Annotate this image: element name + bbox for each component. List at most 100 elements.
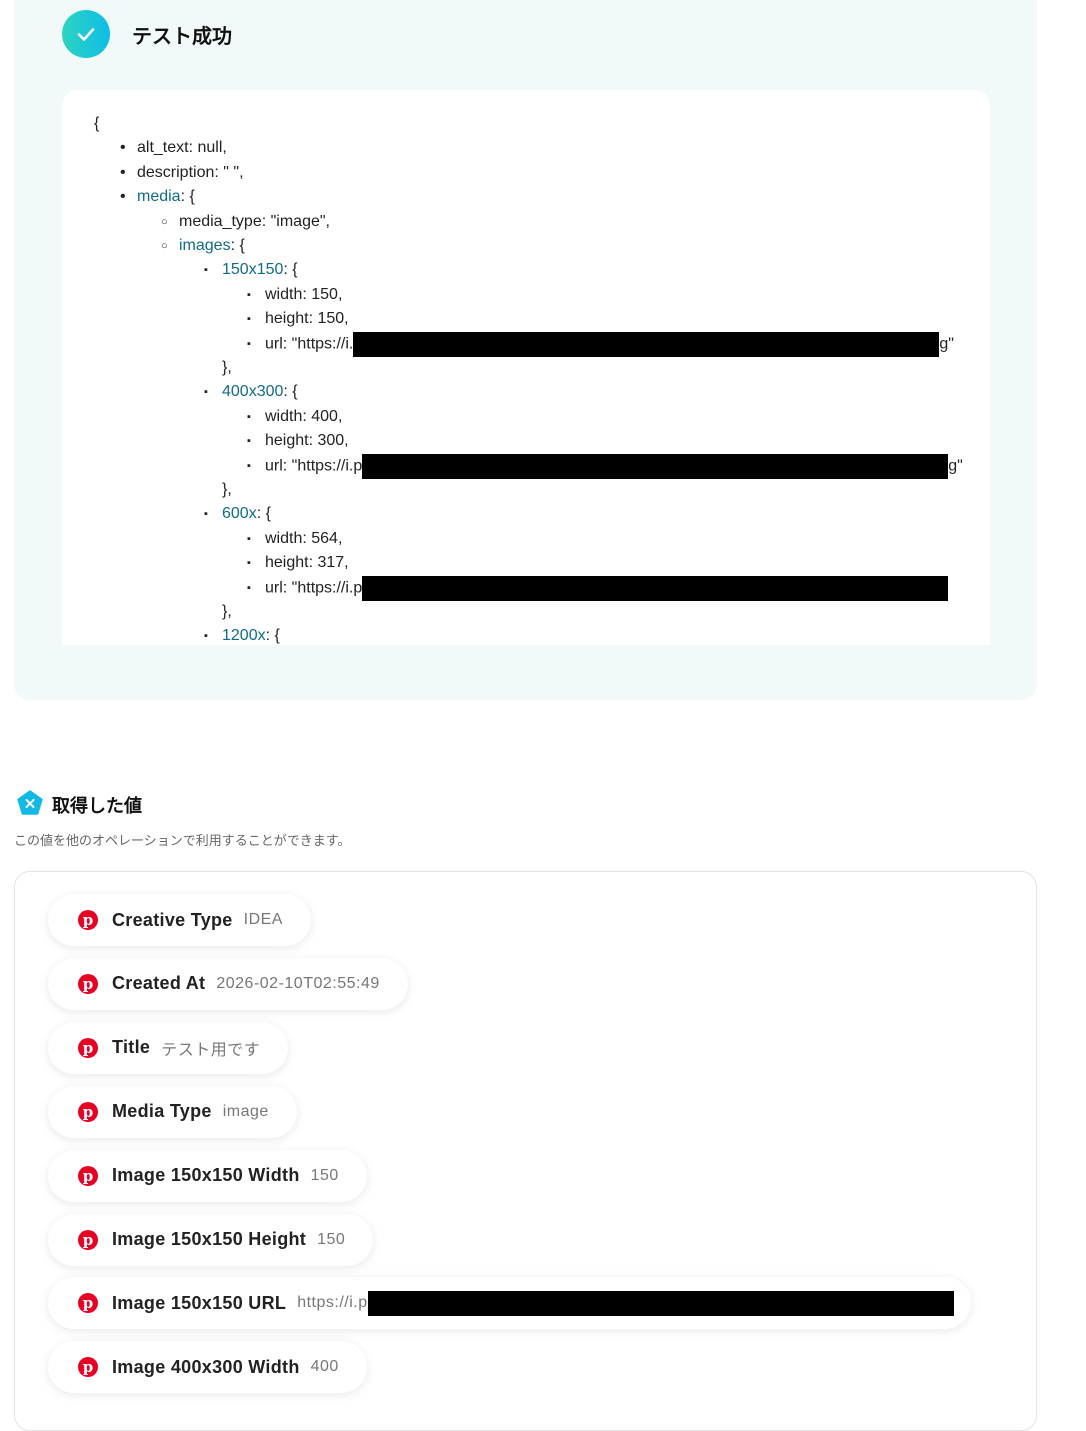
code-line: ▪ width: 400, [247, 405, 343, 429]
code-text: height: 317, [265, 554, 349, 572]
pinterest-icon: p [78, 1229, 98, 1250]
pinterest-icon: p [78, 1293, 98, 1314]
field-label: Image 150x150 URL [112, 1292, 287, 1313]
bullet-icon: • [120, 163, 126, 181]
pinterest-icon: p [78, 910, 98, 930]
code-text: }, [222, 603, 232, 620]
bullet-icon: ○ [161, 215, 168, 228]
bullet-icon: • [120, 188, 126, 206]
json-key-link[interactable]: 400x300 [222, 383, 284, 401]
code-line: ▪ height: 317, [247, 551, 349, 575]
code-text: width: 400, [265, 407, 343, 425]
field-label: Title [112, 1037, 151, 1058]
test-success-title: テスト成功 [132, 26, 232, 48]
bullet-icon: ▪ [204, 386, 208, 399]
bullet-icon: ▪ [247, 337, 251, 350]
section-subtitle: この値を他のオペレーションで利用することができます。 [14, 833, 351, 848]
pinterest-icon: p [78, 1165, 98, 1186]
code-text: : { [256, 505, 271, 523]
yoom-pentagon-icon [17, 790, 43, 821]
bullet-icon: ▪ [247, 435, 251, 448]
field-pill[interactable]: p Image 400x300 Width 400 [48, 1341, 367, 1394]
code-line: }, [222, 356, 232, 380]
json-output: { • alt_text: null, • description: " ", • medi… [62, 90, 990, 645]
code-text: }, [222, 481, 232, 498]
code-text: width: 564, [265, 529, 343, 547]
field-value: image [222, 1102, 269, 1120]
field-pill[interactable]: p Media Type image [48, 1085, 297, 1138]
redacted-block [367, 1290, 954, 1316]
code-text: : { [265, 627, 280, 645]
bullet-icon: ▪ [247, 459, 251, 472]
code-line: ▪height: 150, [247, 307, 349, 331]
pinterest-icon: p [78, 1037, 98, 1058]
json-key-link[interactable]: media [137, 188, 181, 206]
bullet-icon: ▪ [247, 532, 251, 545]
field-value: 150 [310, 1166, 339, 1184]
code-line: { [94, 112, 99, 136]
code-text: : { [230, 237, 245, 254]
field-value: 150 [317, 1230, 346, 1248]
code-text: g" [948, 457, 963, 475]
field-value: https://i.p [297, 1294, 368, 1312]
field-pill[interactable]: p Image 150x150 URL https://i.p [48, 1277, 971, 1330]
code-text: : { [283, 261, 298, 279]
code-text: height: 300, [265, 432, 349, 450]
bullet-icon: ▪ [247, 410, 251, 423]
code-text: }, [222, 359, 232, 376]
code-line: ▪ 150x150: { [204, 258, 298, 282]
pinterest-icon: p [78, 973, 98, 994]
code-text: { [94, 115, 100, 132]
redacted-block [362, 575, 949, 601]
json-key-link[interactable]: 150x150 [222, 261, 284, 279]
field-label: Image 400x300 Width [112, 1356, 300, 1377]
code-text: g" [939, 335, 954, 353]
code-line: ▪ url: "https://i. g" [247, 331, 954, 357]
field-pill[interactable]: p Image 150x150 Width 150 [48, 1149, 367, 1202]
field-value: IDEA [243, 911, 283, 928]
bullet-icon: ▪ [247, 581, 251, 594]
code-text: url: "https://i. [265, 335, 354, 353]
code-line: ▪ url: "https://i.p g" [247, 453, 963, 479]
code-line: ▪ height: 300, [247, 429, 349, 453]
field-label: Creative Type [112, 909, 233, 930]
redacted-block [362, 453, 949, 479]
bullet-icon: ▪ [247, 288, 251, 301]
code-text: media_type: "image", [179, 212, 330, 230]
code-line: ▪ 600x: { [204, 502, 271, 526]
json-key-link[interactable]: images [179, 237, 231, 254]
json-key-link[interactable]: 1200x [222, 627, 266, 645]
code-text: alt_text: null, [137, 139, 227, 157]
code-line: ▪1200x: { [204, 624, 280, 645]
code-text: url: "https://i.p [265, 457, 363, 475]
field-label: Media Type [112, 1101, 212, 1122]
bullet-icon: ▪ [204, 508, 208, 521]
code-text: description: " ", [137, 163, 244, 181]
code-line: • description: " ", [120, 161, 244, 185]
code-line: }, [222, 478, 232, 502]
section-title: 取得した値 [52, 796, 142, 816]
code-line: •media: { [120, 185, 195, 209]
bullet-icon: ○ [161, 240, 168, 252]
field-pill[interactable]: p Creative Type IDEA [48, 894, 311, 946]
code-line: ▪width: 150, [247, 283, 342, 307]
code-line: ▪ width: 564, [247, 527, 343, 551]
pinterest-icon: p [78, 1101, 98, 1122]
code-line: ○ images: { [161, 234, 245, 258]
code-text: url: "https://i.p [265, 579, 363, 597]
field-label: Image 150x150 Width [112, 1165, 300, 1186]
bullet-icon: ▪ [247, 557, 251, 570]
bullet-icon: • [120, 139, 126, 157]
json-key-link[interactable]: 600x [222, 505, 257, 523]
code-line: ▪ 400x300: { [204, 380, 298, 404]
check-circle-icon [62, 10, 110, 58]
pinterest-icon: p [78, 1357, 98, 1378]
code-line: ○ media_type: "image", [161, 210, 330, 234]
bullet-icon: ▪ [204, 264, 208, 277]
field-label: Created At [112, 973, 206, 994]
code-text: : { [283, 383, 298, 401]
field-value: 400 [310, 1358, 339, 1376]
